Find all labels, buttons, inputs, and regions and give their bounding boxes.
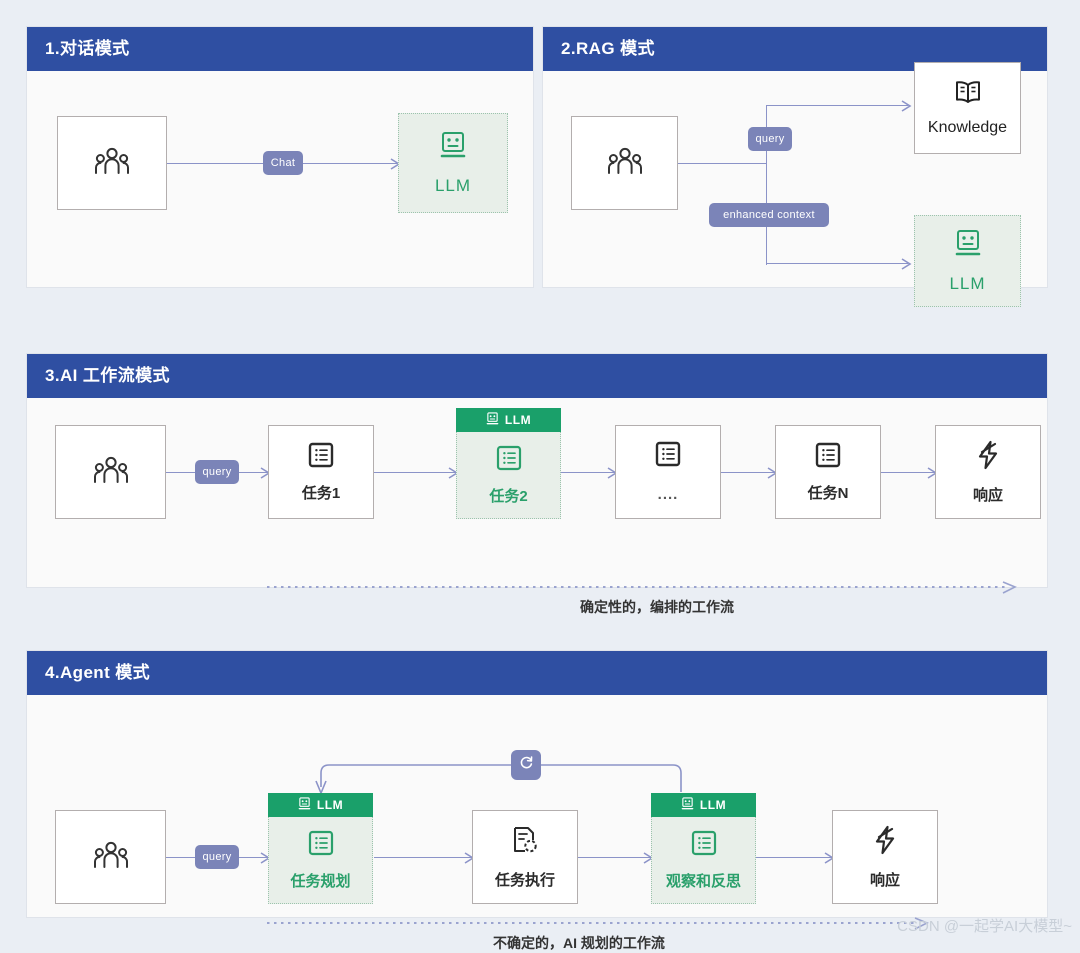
node-label-task-n: 任务N (807, 484, 849, 502)
edge-label-enhanced-context[interactable]: enhanced context (709, 203, 829, 227)
llm-cap-observe-reflect: LLM (651, 793, 756, 817)
people-icon (93, 840, 128, 875)
task-list-icon (496, 445, 522, 476)
llm-cap-label-observe-reflect: LLM (699, 798, 727, 812)
robot-face-icon (954, 229, 982, 264)
node-task-2[interactable]: 任务2 (456, 432, 561, 519)
refresh-loop-icon (519, 755, 534, 775)
node-label-response: 响应 (869, 871, 900, 889)
edge-to-llm (766, 263, 908, 265)
edge-label-query[interactable]: query (748, 127, 792, 151)
people-icon (94, 146, 130, 181)
node-label-response: 响应 (972, 486, 1003, 504)
node-label-task-1: 任务1 (301, 484, 341, 502)
lightning-bolt-icon (975, 440, 1001, 475)
task-list-icon (691, 830, 717, 861)
node-task-1[interactable]: 任务1 (268, 425, 374, 519)
panel-chat-mode: 1.对话模式 (26, 26, 534, 288)
llm-cap-label-task-planning: LLM (316, 798, 344, 812)
node-user[interactable] (571, 116, 678, 210)
panel-body-chat-mode: Chat LLM (27, 71, 533, 288)
agent-caption: 不确定的，AI 规划的工作流 (493, 935, 665, 951)
edge-label-query[interactable]: query (195, 845, 239, 869)
node-task-ellipsis[interactable]: .... (615, 425, 721, 519)
edge-user-trunk (677, 163, 767, 165)
node-label-llm: LLM (949, 273, 986, 293)
edge-label-chat[interactable]: Chat (263, 151, 303, 175)
edge-vertical-riser (766, 105, 768, 265)
panel-rag-mode: 2.RAG 模式 (542, 26, 1048, 307)
people-icon (607, 146, 642, 181)
node-task-n[interactable]: 任务N (775, 425, 881, 519)
node-user[interactable] (55, 810, 166, 904)
people-icon (93, 455, 128, 490)
llm-cap-label-task-2: LLM (504, 413, 532, 427)
edge-task2-to-ellipsis (535, 472, 615, 474)
panel-body-agent-mode: query LLM (27, 695, 1047, 951)
task-list-icon (308, 442, 334, 473)
node-user[interactable] (57, 116, 167, 210)
loop-refresh-badge[interactable] (511, 750, 541, 780)
node-response[interactable]: 响应 (935, 425, 1041, 519)
edge-execution-to-observe (553, 857, 651, 859)
node-label-task-planning: 任务规划 (290, 872, 351, 890)
panel-body-ai-workflow-mode: query 任务1 (27, 398, 1047, 615)
panel-title-chat-mode: 1.对话模式 (27, 27, 533, 71)
panel-ai-workflow-mode: 3.AI 工作流模式 (26, 353, 1048, 615)
node-llm[interactable]: LLM (398, 113, 508, 213)
panel-title-agent-mode: 4.Agent 模式 (27, 651, 1047, 695)
robot-face-icon (681, 796, 694, 814)
llm-cap-task-2: LLM (456, 408, 561, 432)
panel-body-rag-mode: query enhanced context Knowledge (543, 62, 1047, 307)
edge-to-knowledge (766, 105, 908, 107)
edge-label-query[interactable]: query (195, 460, 239, 484)
task-list-icon (815, 442, 841, 473)
node-label-observe-reflect: 观察和反思 (665, 872, 741, 890)
workflow-caption: 确定性的，编排的工作流 (580, 599, 734, 615)
task-list-icon (655, 441, 681, 472)
node-user[interactable] (55, 425, 166, 519)
panel-title-ai-workflow-mode: 3.AI 工作流模式 (27, 354, 1047, 398)
node-task-planning[interactable]: 任务规划 (268, 817, 373, 904)
node-label-task-ellipsis: .... (657, 486, 679, 503)
node-label-task-2: 任务2 (489, 487, 528, 505)
node-llm[interactable]: LLM (914, 215, 1021, 307)
edge-ellipsis-to-taskn (695, 472, 775, 474)
llm-cap-task-planning: LLM (268, 793, 373, 817)
doc-gear-icon (511, 825, 539, 860)
node-task-execution[interactable]: 任务执行 (472, 810, 578, 904)
robot-face-icon (298, 796, 311, 814)
lightning-bolt-icon (872, 825, 898, 860)
panel-agent-mode: 4.Agent 模式 (26, 650, 1048, 951)
node-label-task-execution: 任务执行 (494, 871, 555, 889)
robot-face-icon (439, 131, 467, 166)
open-book-icon (953, 80, 983, 111)
node-observe-reflect[interactable]: 观察和反思 (651, 817, 756, 904)
edge-task-planning-to-execution (374, 857, 472, 859)
robot-face-icon (486, 411, 499, 429)
edge-observe-to-response (734, 857, 832, 859)
edge-task1-to-task2 (374, 472, 456, 474)
node-label-knowledge: Knowledge (927, 118, 1008, 136)
task-list-icon (308, 830, 334, 861)
node-response[interactable]: 响应 (832, 810, 938, 904)
node-label-llm: LLM (434, 175, 472, 195)
csdn-watermark: CSDN @一起学AI大模型~ (897, 918, 1072, 935)
node-knowledge[interactable]: Knowledge (914, 62, 1021, 154)
edge-taskn-to-response (855, 472, 935, 474)
